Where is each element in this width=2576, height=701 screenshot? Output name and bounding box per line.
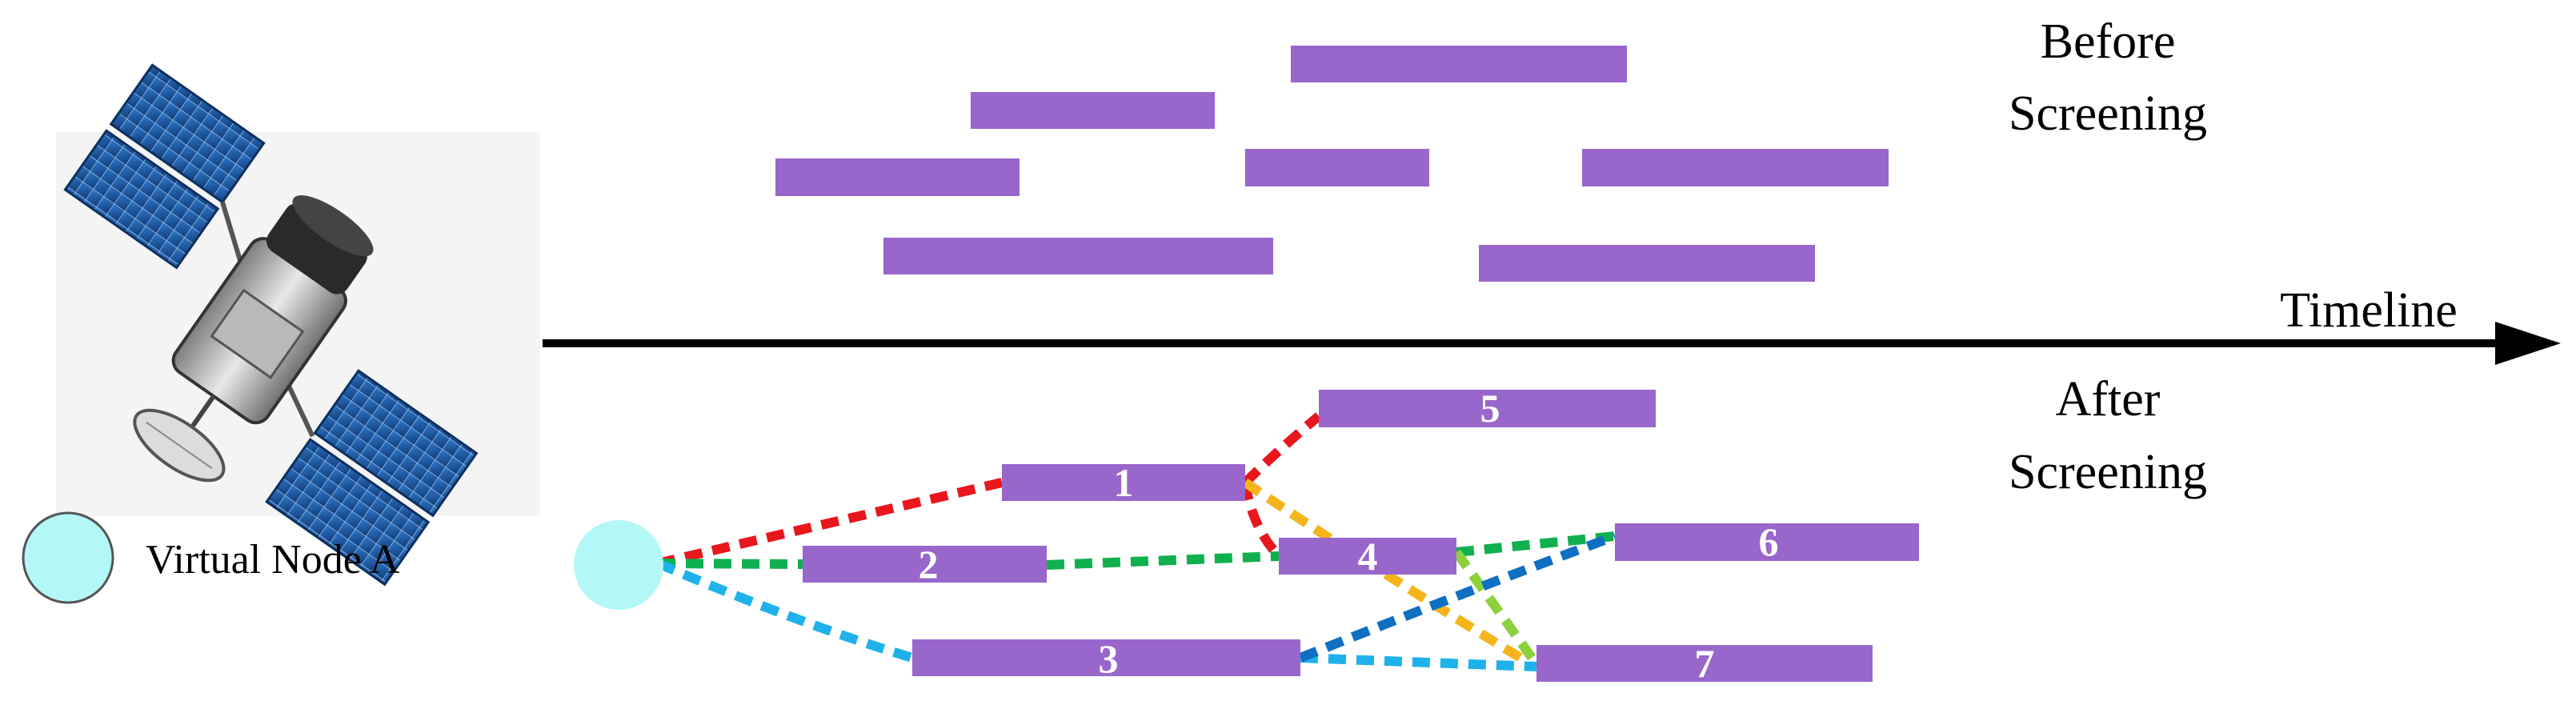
after-bar-label: 2 <box>919 542 939 587</box>
legend-virtual-node-icon <box>22 511 114 604</box>
after-bar-label: 7 <box>1695 641 1715 686</box>
after-bar-label: 3 <box>1099 636 1119 681</box>
after-bar-5: 5 <box>1319 386 1656 431</box>
before-bar <box>775 158 1020 196</box>
after-bar-label: 6 <box>1759 519 1779 564</box>
link-light-green <box>1452 549 1540 667</box>
link-dark-blue <box>1298 531 1617 663</box>
after-bar-4: 4 <box>1279 534 1456 579</box>
after-bar-6: 6 <box>1615 519 1919 564</box>
link-green <box>1046 551 1280 570</box>
legend-label: Virtual Node A <box>146 537 400 583</box>
before-bar <box>1291 46 1627 82</box>
link-light-blue <box>1300 653 1537 671</box>
before-bar <box>883 238 1273 274</box>
after-bar-7: 7 <box>1536 641 1873 686</box>
links <box>655 412 1617 671</box>
link-red <box>1240 482 1283 560</box>
legend: Virtual Node A <box>22 511 400 604</box>
before-bar <box>971 92 1215 129</box>
before-bar <box>1479 245 1815 282</box>
before-bar <box>1582 149 1889 186</box>
link-red <box>656 478 1004 568</box>
after-screening-bars: 1 2 3 4 5 6 7 <box>803 386 1919 686</box>
after-caption-line2: Screening <box>2009 445 2207 499</box>
after-bar-2: 2 <box>803 542 1047 587</box>
after-bar-label: 5 <box>1480 386 1500 431</box>
link-red <box>1241 412 1322 487</box>
after-bar-1: 1 <box>1002 460 1245 505</box>
virtual-node-icon <box>574 520 663 610</box>
after-bar-label: 1 <box>1114 460 1134 505</box>
after-caption-line1: After <box>2056 372 2161 427</box>
before-screening-bars <box>775 46 1889 282</box>
link-light-blue <box>655 559 914 663</box>
timeline-label: Timeline <box>2280 283 2458 338</box>
timeline-axis <box>543 322 2561 365</box>
satellite-icon <box>56 63 540 587</box>
after-bar-label: 4 <box>1358 534 1378 579</box>
after-bar-3: 3 <box>912 636 1300 681</box>
before-caption-line1: Before <box>2041 14 2176 69</box>
before-bar <box>1245 149 1429 186</box>
link-green <box>657 559 803 569</box>
before-caption-line2: Screening <box>2009 86 2207 141</box>
